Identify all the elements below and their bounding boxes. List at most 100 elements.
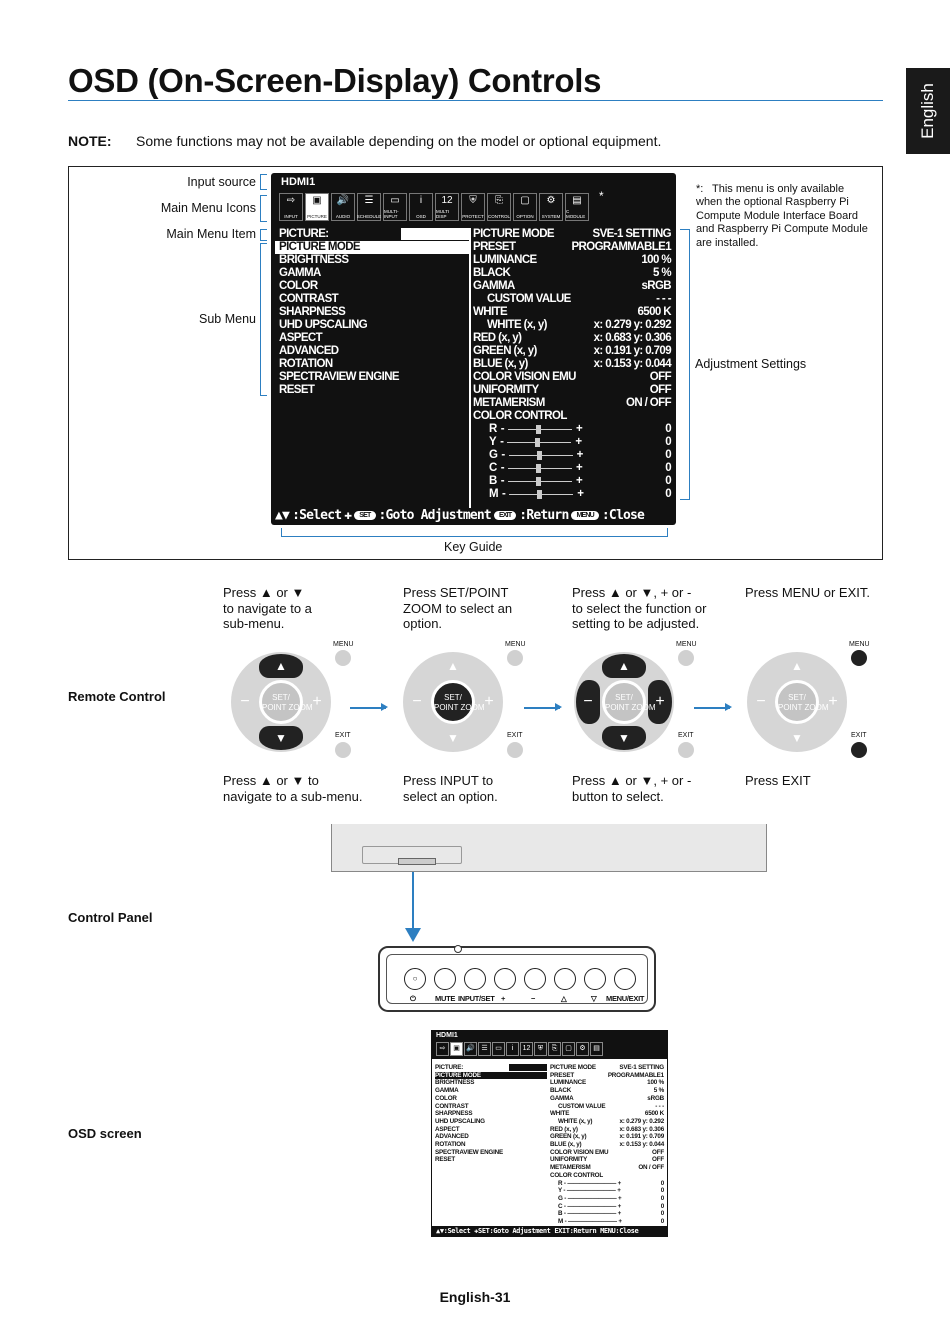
callout-main-menu-item: Main Menu Item — [166, 227, 256, 241]
setting-value: PROGRAMMABLE1 — [571, 241, 671, 253]
plus-button[interactable] — [494, 968, 516, 990]
mini-setting-row: CUSTOM VALUE- - - — [550, 1103, 664, 1111]
exit-button[interactable] — [851, 742, 867, 758]
plus-sign: + — [576, 449, 584, 461]
callout-input-source: Input source — [187, 175, 256, 189]
down-arrow-button[interactable]: ▼ — [775, 726, 819, 750]
mini-header-field — [509, 1064, 547, 1071]
mini-setting-label: COLOR CONTROL — [550, 1171, 604, 1179]
down-arrow-button[interactable]: ▼ — [259, 726, 303, 750]
up-arrow-button[interactable]: ▲ — [431, 654, 475, 678]
osd-menu-tab-system[interactable]: ⚙SYSTEM — [539, 193, 563, 221]
power-button[interactable]: ○ — [404, 968, 426, 990]
color-control-row: B-+0 — [473, 475, 672, 488]
exit-button[interactable] — [678, 742, 694, 758]
osd-menu-item[interactable]: PICTURE MODE — [275, 241, 469, 254]
color-slider[interactable]: R-+ — [473, 423, 583, 436]
plus-button[interactable]: + — [648, 680, 672, 724]
mini-return: :Return — [569, 1227, 597, 1235]
down-arrow-button[interactable]: ▼ — [602, 726, 646, 750]
input-set-button[interactable] — [464, 968, 486, 990]
osd-menu-tab-input[interactable]: ⇨INPUT — [279, 193, 303, 221]
osd-menu-tab-control[interactable]: ⎘CONTROL — [487, 193, 511, 221]
osd-menu-item[interactable]: UHD UPSCALING — [279, 319, 368, 331]
osd-menu-item[interactable]: ADVANCED — [279, 345, 339, 357]
osd-menu-item[interactable]: ROTATION — [279, 358, 333, 370]
menu-button[interactable] — [678, 650, 694, 666]
mini-input-source: HDMI1 — [436, 1032, 458, 1039]
osd-menu-tab-option[interactable]: ▢OPTION — [513, 193, 537, 221]
osd-menu-tab-protect[interactable]: ⛨PROTECT — [461, 193, 485, 221]
channel-label: Y — [489, 436, 497, 448]
osd-menu-tab-c-module[interactable]: ▤C MODULE — [565, 193, 589, 221]
exit-button[interactable] — [507, 742, 523, 758]
osd-menu-tab-audio[interactable]: 🔊AUDIO — [331, 193, 355, 221]
mini-protect-icon: ⛨ — [534, 1042, 547, 1056]
osd-menu-item[interactable]: SHARPNESS — [279, 306, 346, 318]
menu-button[interactable] — [335, 650, 351, 666]
osd-menu-item[interactable]: SPECTRAVIEW ENGINE — [279, 371, 400, 383]
set-point-zoom-button[interactable]: SET/ POINT ZOOM — [602, 680, 656, 724]
mini-select: :Select — [443, 1227, 471, 1235]
dpad: ▲ ▼− +SET/ POINT ZOOM — [574, 652, 674, 752]
osd-menu-item[interactable]: COLOR — [279, 280, 318, 292]
up-arrow-button[interactable]: ▲ — [602, 654, 646, 678]
mini-menu-header-label: PICTURE: — [435, 1064, 464, 1071]
plus-button[interactable]: + — [477, 680, 501, 724]
setting-value: 6500 K — [637, 306, 672, 318]
mini-color-row: C - ———————— +0 — [550, 1203, 664, 1211]
minus-button[interactable]: − — [576, 680, 600, 724]
up-arrow-button[interactable]: ▲ — [259, 654, 303, 678]
minus-button[interactable]: − — [233, 680, 257, 724]
slider-track — [507, 477, 572, 485]
mini-menu-header: PICTURE: — [435, 1064, 547, 1072]
set-point-zoom-button[interactable]: SET/ POINT ZOOM — [431, 680, 485, 724]
osd-menu-tab-multi-input[interactable]: ▭MULTI-INPUT — [383, 193, 407, 221]
mini-menu-item: PICTURE MODE — [435, 1071, 547, 1080]
color-slider[interactable]: Y-+ — [473, 436, 582, 449]
plus-button[interactable]: + — [305, 680, 329, 724]
menu-exit-button[interactable] — [614, 968, 636, 990]
menu-button[interactable] — [851, 650, 867, 666]
exit-button[interactable] — [335, 742, 351, 758]
plus-label: + — [501, 994, 506, 1003]
color-slider[interactable]: B-+ — [473, 475, 583, 488]
menu-pill: MENU — [571, 510, 599, 520]
plus-button[interactable]: + — [821, 680, 845, 724]
osd-menu-item[interactable]: RESET — [279, 384, 315, 396]
color-slider[interactable]: M-+ — [473, 488, 584, 501]
color-slider[interactable]: G-+ — [473, 449, 583, 462]
mini-key-guide: ▲▼:Select ✚SET:Goto Adjustment EXIT:Retu… — [432, 1226, 667, 1236]
menu-button[interactable] — [507, 650, 523, 666]
input-set-label: INPUT/SET — [458, 994, 495, 1003]
mini-control-icon: ⎘ — [548, 1042, 561, 1056]
arrow-step-1-2 — [350, 704, 388, 710]
osd-menu-tab-picture[interactable]: ▣PICTURE — [305, 193, 329, 221]
color-slider[interactable]: C-+ — [473, 462, 583, 475]
set-point-zoom-button[interactable]: SET/ POINT ZOOM — [259, 680, 313, 724]
minus-button[interactable]: − — [405, 680, 429, 724]
down-arrow-button[interactable]: ▼ — [431, 726, 475, 750]
osd-menu-item[interactable]: ASPECT — [279, 332, 323, 344]
osd-menu-item[interactable]: CONTRAST — [279, 293, 339, 305]
osd-menu-item[interactable]: BRIGHTNESS — [279, 254, 349, 266]
down-button[interactable] — [584, 968, 606, 990]
mini-setting-label: GAMMA — [550, 1094, 574, 1102]
minus-button[interactable]: − — [749, 680, 773, 724]
osd-menu-tab-schedule[interactable]: ☰SCHEDULE — [357, 193, 381, 221]
osd-menu-item[interactable]: GAMMA — [279, 267, 321, 279]
minus-button[interactable] — [524, 968, 546, 990]
up-arrow-button[interactable]: ▲ — [775, 654, 819, 678]
down-label: ▽ — [591, 994, 597, 1003]
step-3-top: Press ▲ or ▼, + or - to select the funct… — [572, 585, 707, 631]
set-point-zoom-button[interactable]: SET/ POINT ZOOM — [775, 680, 829, 724]
mute-button[interactable] — [434, 968, 456, 990]
setting-label: UNIFORMITY — [473, 384, 539, 396]
up-button[interactable] — [554, 968, 576, 990]
